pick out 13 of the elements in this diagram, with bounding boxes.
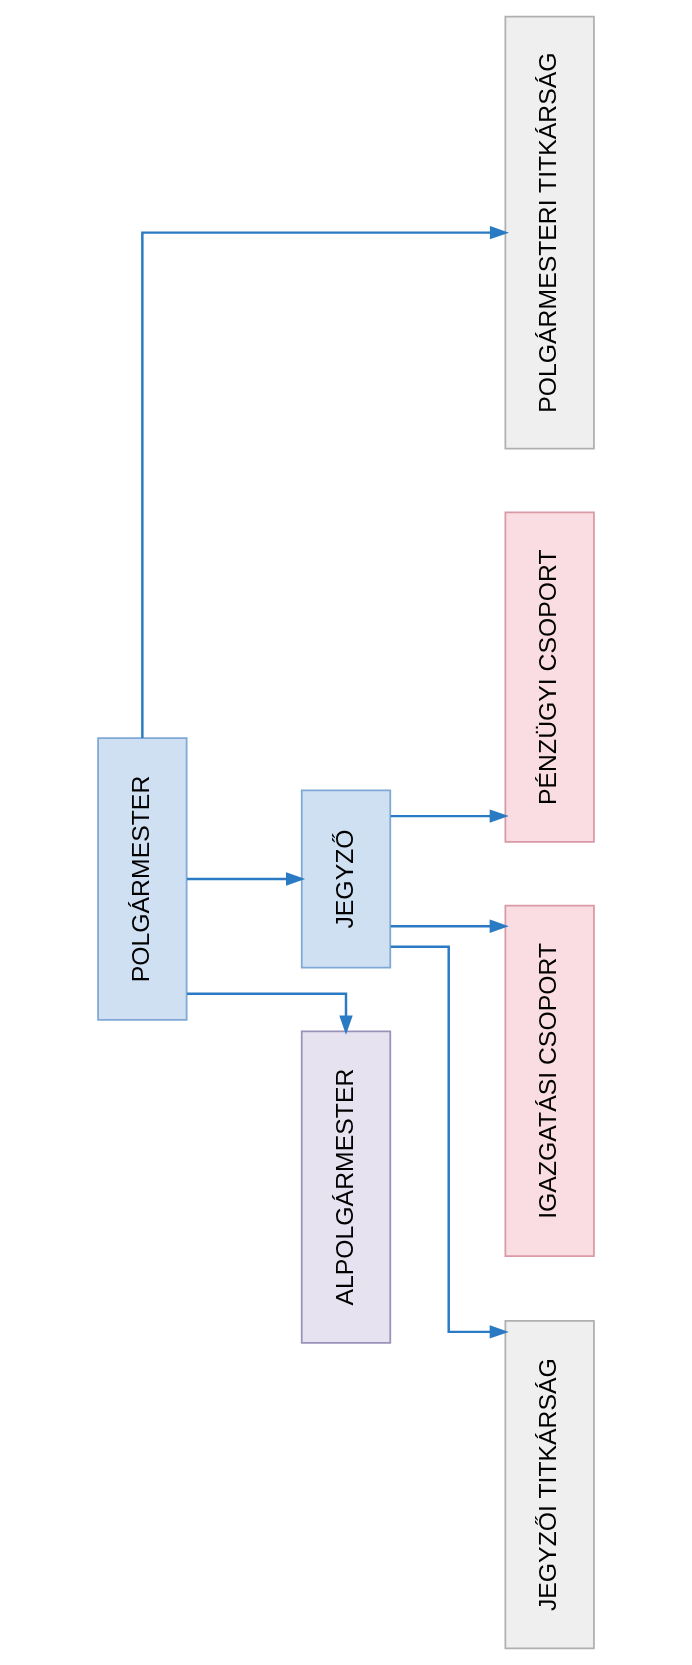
node-box: JEGYZŐ [300,789,392,969]
node-box: JEGYZŐI TITKÁRSÁG [504,1319,595,1650]
node-box: IGAZGATÁSI CSOPORT [504,904,595,1258]
arrow [187,872,306,886]
arrow [390,809,509,823]
node-box: POLGÁRMESTER [97,737,188,1021]
arrow [390,945,509,1339]
node-box: PÉNZÜGYI CSOPORT [504,511,595,843]
arrow [141,225,510,738]
node-box: ALPOLGÁRMESTER [300,1030,392,1344]
arrow [187,992,353,1035]
arrow [390,919,509,933]
node-box: POLGÁRMESTERI TITKÁRSÁG [504,15,595,450]
